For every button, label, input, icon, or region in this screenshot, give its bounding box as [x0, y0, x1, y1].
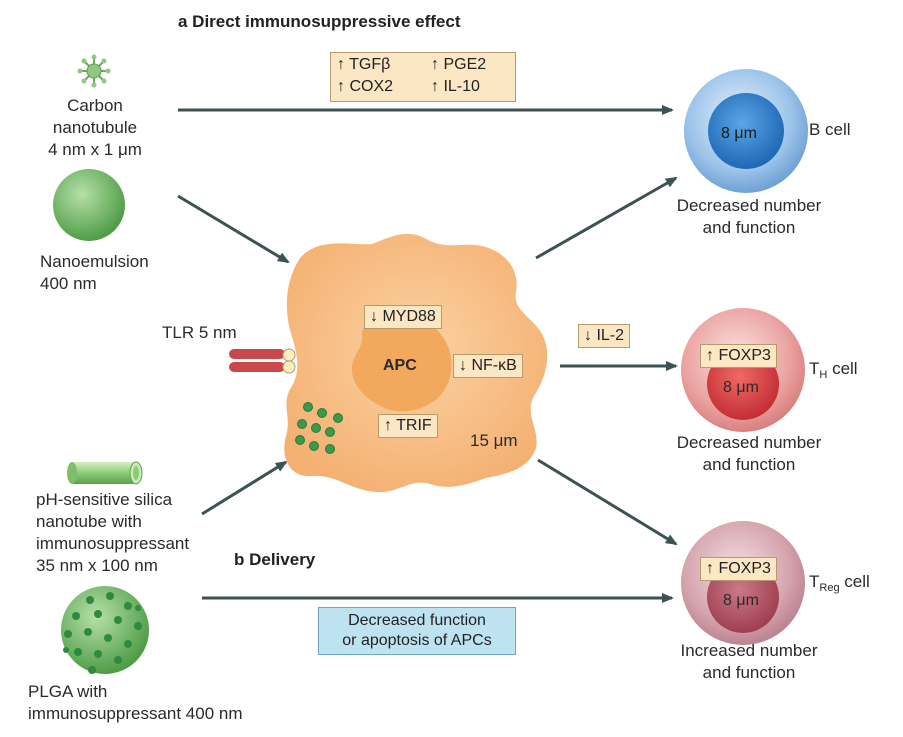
th-cell-effect: Decreased number and function	[676, 433, 822, 474]
th-foxp3-tag: ↑ FOXP3	[700, 344, 777, 368]
cytokine-box: ↑ TGFβ ↑ PGE2 ↑ COX2 ↑ IL-10	[330, 52, 516, 102]
trif-tag: ↑ TRIF	[378, 414, 438, 438]
plga-label: PLGA with immunosuppressant 400 nm	[28, 682, 243, 723]
treg-cell-effect: Increased number and function	[680, 641, 818, 682]
carbon-nanotubule-icon	[77, 54, 111, 88]
tlr-label: TLR 5 nm	[162, 323, 237, 342]
b-cell-graphic	[684, 69, 808, 193]
arrows	[177, 105, 678, 603]
panel-a-title: a Direct immunosuppressive effect	[178, 12, 461, 31]
nanoemulsion-sphere	[53, 169, 125, 241]
panel-b-title: b Delivery	[234, 550, 316, 569]
cytokine-cox2: ↑ COX2	[337, 78, 394, 95]
treg-cell-graphic	[681, 521, 805, 645]
cytokine-tgfb: ↑ TGFβ	[337, 56, 391, 73]
arrow-apc-to-treg-cell	[537, 458, 678, 546]
apc-nucleus	[351, 313, 452, 412]
b-cell-size: 8 μm	[721, 125, 757, 142]
b-cell-label: B cell	[809, 120, 851, 139]
th-cell-label: TH cell	[809, 359, 858, 381]
treg-foxp3-tag: ↑ FOXP3	[700, 557, 777, 581]
apc-size-label: 15 μm	[470, 431, 518, 450]
arrow-silica-to-apc	[201, 460, 288, 516]
th-cell-size: 8 μm	[723, 379, 759, 396]
tlr-receptor-icon	[229, 348, 296, 374]
cytokine-il10: ↑ IL-10	[431, 78, 480, 95]
il2-tag: ↓ IL-2	[578, 324, 631, 348]
nfkb-tag: ↓ NF-κB	[453, 354, 523, 378]
b-cell-effect: Decreased number and function	[676, 196, 822, 237]
delivery-effect-box: Decreased function or apoptosis of APCs	[318, 607, 516, 655]
apc-label: APC	[383, 357, 417, 374]
apc-vesicles	[295, 402, 343, 454]
treg-cell-label: TReg cell	[809, 572, 870, 594]
carbon-nanotubule-label: Carbon nanotubule 4 nm x 1 μm	[48, 96, 142, 159]
plga-particle-icon	[61, 586, 149, 674]
arrow-apc-to-b-cell	[535, 176, 678, 260]
nanoemulsion-label: Nanoemulsion 400 nm	[40, 252, 149, 293]
th-cell-graphic	[681, 308, 805, 432]
myd88-tag: ↓ MYD88	[364, 305, 442, 329]
cytokine-pge2: ↑ PGE2	[431, 56, 487, 73]
silica-nanotube-label: pH-sensitive silica nanotube with immuno…	[36, 490, 190, 575]
arrow-nanoemulsion-to-apc	[177, 194, 290, 264]
silica-nanotube-icon	[67, 461, 143, 485]
treg-cell-size: 8 μm	[723, 592, 759, 609]
